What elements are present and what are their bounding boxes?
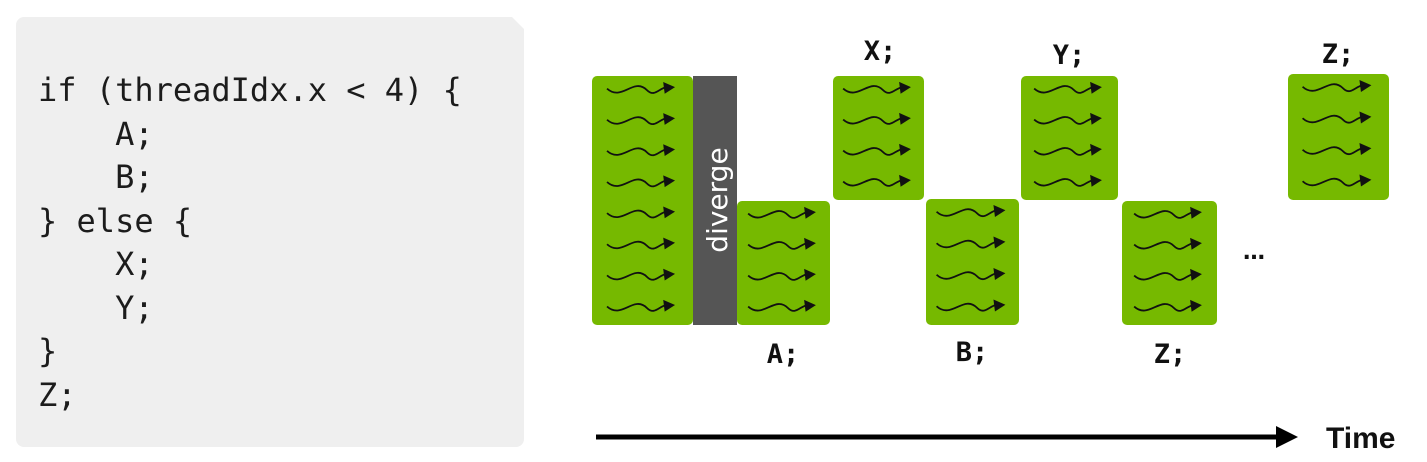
code-panel: if (threadIdx.x < 4) { A; B; } else { X;… xyxy=(16,17,524,447)
thread-block-y xyxy=(1021,76,1118,200)
label-a: A; xyxy=(767,339,800,370)
label-b: B; xyxy=(956,337,989,368)
label-x: X; xyxy=(864,36,897,67)
thread-block-a xyxy=(737,201,830,325)
code-line: } else { xyxy=(38,201,193,240)
code-line: Z; xyxy=(38,375,77,414)
thread-block-z-top xyxy=(1288,74,1389,200)
time-arrow-head xyxy=(1276,426,1298,448)
label-z-bottom: Z; xyxy=(1154,339,1187,370)
code-line: A; xyxy=(38,114,154,153)
thread-block-x xyxy=(833,76,924,200)
code-line: X; xyxy=(38,245,154,283)
code-line: B; xyxy=(38,158,154,196)
time-axis-label: Time xyxy=(1326,422,1395,455)
code-line: Y; xyxy=(38,288,154,327)
thread-block-z-bottom xyxy=(1122,201,1217,325)
code-block: if (threadIdx.x < 4) { A; B; } else { X;… xyxy=(38,69,462,417)
diverge-bar xyxy=(693,76,737,325)
code-line: if (threadIdx.x < 4) { xyxy=(38,71,462,109)
label-z-top: Z; xyxy=(1322,39,1355,70)
code-line: } xyxy=(38,332,58,370)
warp-block-initial xyxy=(592,76,693,325)
thread-block-b xyxy=(926,199,1019,325)
ellipsis: … xyxy=(1243,240,1265,265)
diverge-label: diverge xyxy=(701,147,734,252)
label-y: Y; xyxy=(1053,40,1086,71)
